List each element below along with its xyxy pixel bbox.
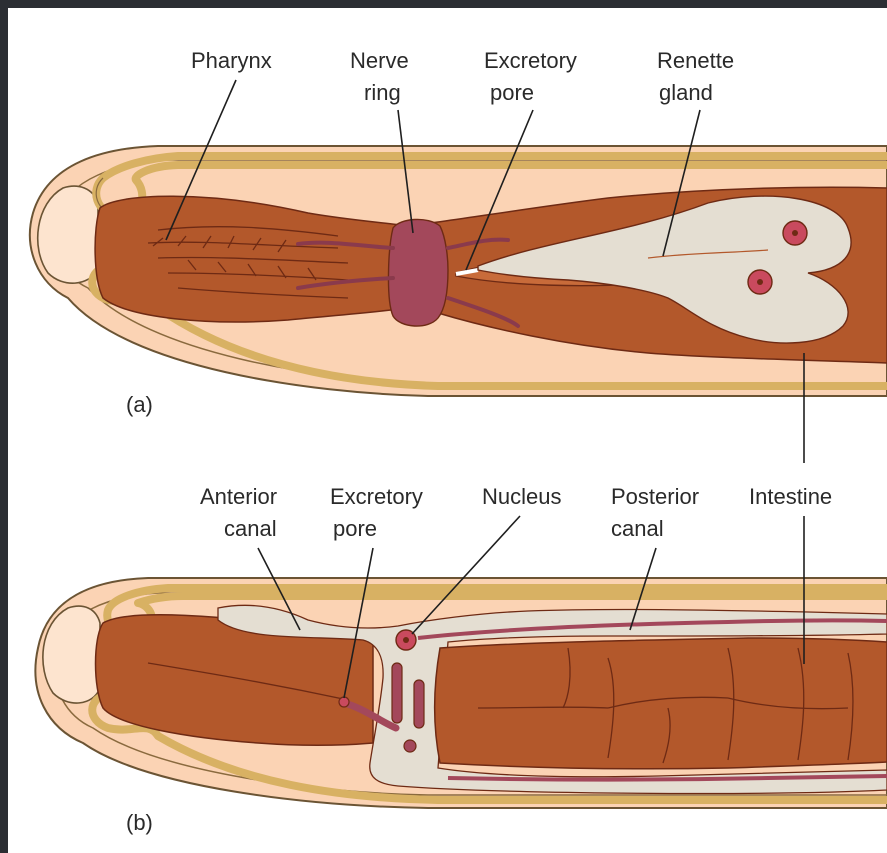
svg-text:Excretory: Excretory [484, 48, 577, 73]
panel-a-tag: (a) [126, 392, 153, 417]
label-excretory-pore-a: Excretory pore [484, 48, 577, 105]
label-nerve-ring: Nerve ring [350, 48, 409, 105]
svg-text:canal: canal [224, 516, 277, 541]
label-anterior-canal: Anterior canal [200, 484, 277, 541]
label-posterior-canal: Posterior canal [611, 484, 699, 541]
label-renette-gland: Renette gland [657, 48, 734, 105]
panel-a: (a) Pharynx Nerve ring Excretory pore Re… [30, 48, 887, 463]
svg-text:Pharynx: Pharynx [191, 48, 272, 73]
figure-frame: (a) Pharynx Nerve ring Excretory pore Re… [8, 8, 887, 853]
svg-text:Nerve: Nerve [350, 48, 409, 73]
label-intestine: Intestine [749, 484, 832, 509]
nematode-diagram: (a) Pharynx Nerve ring Excretory pore Re… [8, 8, 887, 853]
panel-b-tag: (b) [126, 810, 153, 835]
svg-text:gland: gland [659, 80, 713, 105]
label-pharynx: Pharynx [191, 48, 272, 73]
panel-a-gland-nucleus-2 [748, 270, 772, 294]
svg-text:canal: canal [611, 516, 664, 541]
label-nucleus: Nucleus [482, 484, 561, 509]
svg-text:ring: ring [364, 80, 401, 105]
panel-b-intestine [435, 638, 887, 769]
svg-text:pore: pore [490, 80, 534, 105]
svg-text:Nucleus: Nucleus [482, 484, 561, 509]
svg-text:Intestine: Intestine [749, 484, 832, 509]
label-excretory-pore-b: Excretory pore [330, 484, 423, 541]
svg-text:Renette: Renette [657, 48, 734, 73]
svg-text:pore: pore [333, 516, 377, 541]
panel-a-nerve-ring [388, 219, 448, 326]
svg-text:Excretory: Excretory [330, 484, 423, 509]
panel-b: (b) Anterior canal Excretory pore Nucleu… [35, 484, 887, 835]
panel-a-gland-nucleus-1 [783, 221, 807, 245]
svg-text:Anterior: Anterior [200, 484, 277, 509]
svg-text:Posterior: Posterior [611, 484, 699, 509]
